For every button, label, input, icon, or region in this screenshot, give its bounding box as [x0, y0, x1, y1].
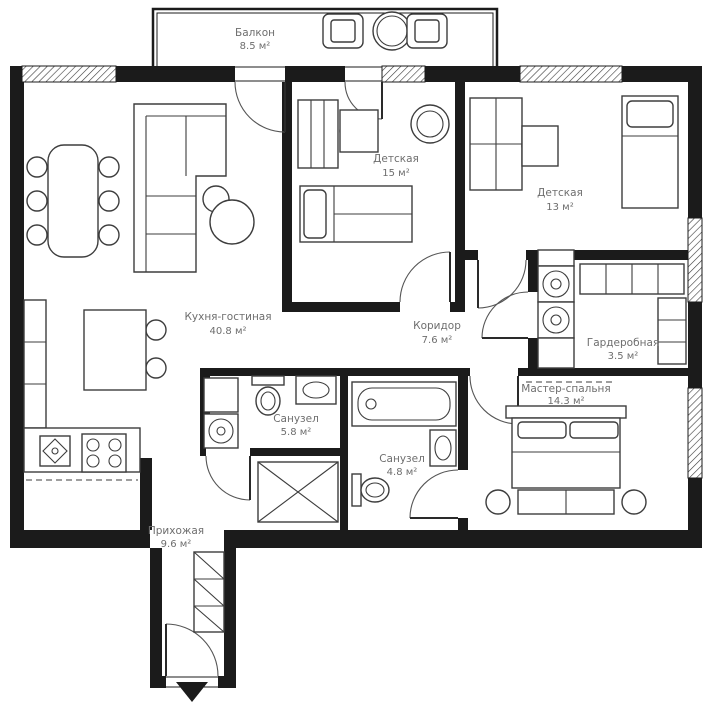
label-master-bedroom: Мастер-спальня — [521, 383, 610, 395]
area-bathroom-1: 5.8 м² — [281, 427, 312, 438]
washer-stack-icon — [537, 265, 575, 339]
sink-icon-1 — [295, 375, 337, 405]
exterior-walls — [10, 66, 702, 688]
bed-bench — [517, 489, 615, 515]
nightstand-right — [621, 489, 647, 515]
area-entry-hall: 9.6 м² — [161, 539, 192, 550]
closet-shelves-top — [579, 263, 685, 295]
left-wall — [10, 66, 24, 548]
door-bathroom-1 — [205, 455, 251, 501]
round-table-icon — [372, 11, 412, 51]
label-balcony: Балкон — [235, 27, 275, 39]
door-living-balcony — [234, 81, 286, 133]
label-walk-in-closet: Гардеробная — [587, 337, 659, 349]
bed-master — [505, 405, 627, 489]
washing-machine-icon — [203, 413, 239, 449]
area-kids-room-1: 15 м² — [382, 168, 409, 179]
door-entrance — [165, 623, 219, 677]
door-thresholds — [166, 66, 382, 688]
area-balcony: 8.5 м² — [240, 41, 271, 52]
balcony-railing — [151, 7, 499, 66]
toilet-icon-1 — [251, 375, 285, 416]
furniture-kids-room-2 — [469, 95, 679, 209]
desk-kids1 — [339, 109, 379, 153]
door-bathroom-2 — [409, 469, 459, 519]
furniture-kids-room-1 — [297, 99, 450, 243]
balcony-structure — [151, 7, 499, 66]
furniture-master-bedroom — [485, 381, 647, 515]
entrance-arrow-icon — [176, 682, 208, 702]
area-master-bedroom: 14.3 м² — [548, 396, 585, 407]
door-kids2 — [477, 259, 527, 309]
hall-closet — [193, 551, 225, 633]
bathtub-icon — [351, 381, 457, 427]
area-kids-room-2: 13 м² — [546, 202, 573, 213]
furniture-walk-in-closet — [537, 249, 687, 369]
door-kids1 — [399, 251, 451, 303]
area-corridor: 7.6 м² — [422, 335, 453, 346]
cooktop-icon — [81, 433, 127, 473]
area-bathroom-2: 4.8 м² — [387, 467, 418, 478]
label-bathroom-2: Санузел — [379, 453, 425, 465]
door-walk-in-closet — [481, 291, 529, 339]
furniture-kitchen-living — [23, 103, 255, 481]
bed-kids1 — [299, 185, 413, 243]
window-living — [21, 65, 117, 83]
balcony-railing-inner — [156, 12, 494, 66]
hanging-chair — [410, 104, 450, 144]
wardrobe-kids1 — [297, 99, 339, 169]
furniture-bathroom-1 — [203, 375, 337, 449]
nightstand-left — [485, 489, 511, 515]
dryer-icon — [406, 13, 448, 49]
area-kitchen-living: 40.8 м² — [210, 326, 247, 337]
closet-shelves-right — [657, 297, 687, 365]
dining-table — [26, 144, 120, 258]
washer-icon — [322, 13, 364, 49]
toilet-icon-2 — [351, 473, 390, 507]
window-kids2 — [519, 65, 623, 83]
sofa — [133, 103, 227, 273]
label-entry-hall: Прихожая — [148, 525, 204, 537]
coffee-tables — [202, 185, 255, 245]
windows — [21, 65, 703, 479]
bed-kids2 — [621, 95, 679, 209]
window-master — [687, 387, 703, 479]
label-bathroom-1: Санузел — [273, 413, 319, 425]
window-kids1 — [381, 65, 426, 83]
furniture-entry-hall — [176, 461, 339, 702]
furniture-bathroom-2 — [351, 381, 457, 507]
closet-cabinet-top — [537, 249, 575, 267]
bath-cabinet — [203, 377, 239, 413]
room-labels: Балкон 8.5 м² Кухня-гостиная 40.8 м² Дет… — [148, 27, 659, 550]
sink-icon-2 — [429, 429, 457, 467]
built-in-wardrobe — [257, 461, 339, 523]
kitchen-tall-unit — [23, 299, 47, 429]
desk-kids2 — [521, 125, 559, 167]
area-walk-in-closet: 3.5 м² — [608, 351, 639, 362]
closet-cabinet-bottom — [537, 337, 575, 369]
label-kids-room-2: Детская — [537, 187, 583, 199]
label-kitchen-living: Кухня-гостиная — [184, 311, 271, 323]
kitchen-sink-icon — [39, 435, 71, 467]
label-kids-room-1: Детская — [373, 153, 419, 165]
bottom-wall — [224, 530, 702, 548]
label-corridor: Коридор — [413, 320, 461, 332]
kitchen-island — [83, 309, 167, 391]
window-right-upper — [687, 217, 703, 303]
wardrobe-kids2 — [469, 97, 523, 191]
